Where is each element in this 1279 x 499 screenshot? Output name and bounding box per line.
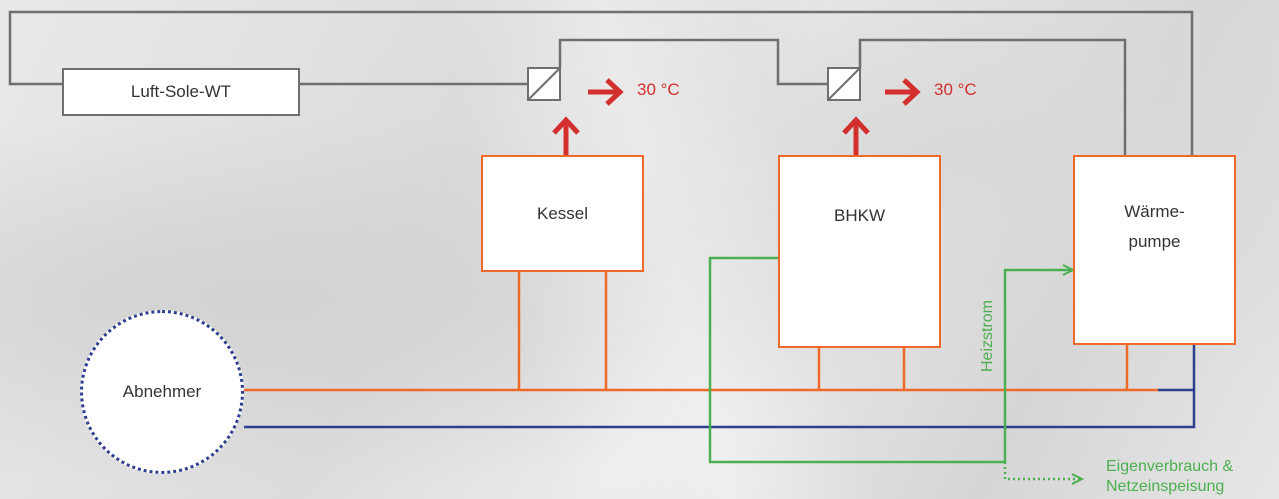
arrowhead-bhkw-up — [842, 116, 870, 135]
kessel-label: Kessel — [536, 203, 589, 223]
electricity-lines — [708, 256, 1085, 485]
bhkw-box: BHKW — [778, 155, 941, 348]
arrowhead-exchanger1-right — [605, 78, 624, 106]
heat-exchanger-1 — [527, 67, 561, 101]
arrowhead-exchanger2-right — [902, 78, 921, 106]
abnehmer-consumer: Abnehmer — [80, 310, 244, 474]
abnehmer-label: Abnehmer — [122, 382, 202, 401]
brine-exchanger1-to-exchanger2 — [558, 38, 828, 86]
brine-loop — [8, 10, 1194, 155]
eigenverbrauch-label: Eigenverbrauch & Netzeinspeisung — [1106, 458, 1234, 495]
bhkw-label: BHKW — [834, 206, 885, 225]
brine-outer-loop — [8, 10, 1194, 155]
luft-sole-wt-label: Luft-Sole-WT — [130, 82, 232, 101]
heat-arrows — [552, 78, 921, 155]
waermepumpe-label: Wärme- pumpe — [1124, 202, 1185, 251]
waermepumpe-box: Wärme- pumpe — [1073, 155, 1236, 345]
brine-exchanger2-to-heatpump — [858, 38, 1127, 155]
heat-exchanger-2 — [827, 67, 861, 101]
luft-sole-wt-box: Luft-Sole-WT — [62, 68, 300, 116]
arrowhead-kessel-up — [552, 116, 580, 135]
bhkw-power-out — [708, 256, 1005, 464]
supply-line — [244, 270, 1158, 392]
heizstrom-line — [1003, 264, 1076, 462]
kessel-box: Kessel — [481, 155, 644, 272]
temperature-label-2: 30 °C — [934, 80, 977, 99]
heizstrom-label: Heizstrom — [979, 299, 996, 373]
temperature-label-1: 30 °C — [637, 80, 680, 99]
return-line — [244, 344, 1196, 429]
grid-feed-line — [1003, 462, 1085, 485]
return-main — [244, 344, 1196, 429]
